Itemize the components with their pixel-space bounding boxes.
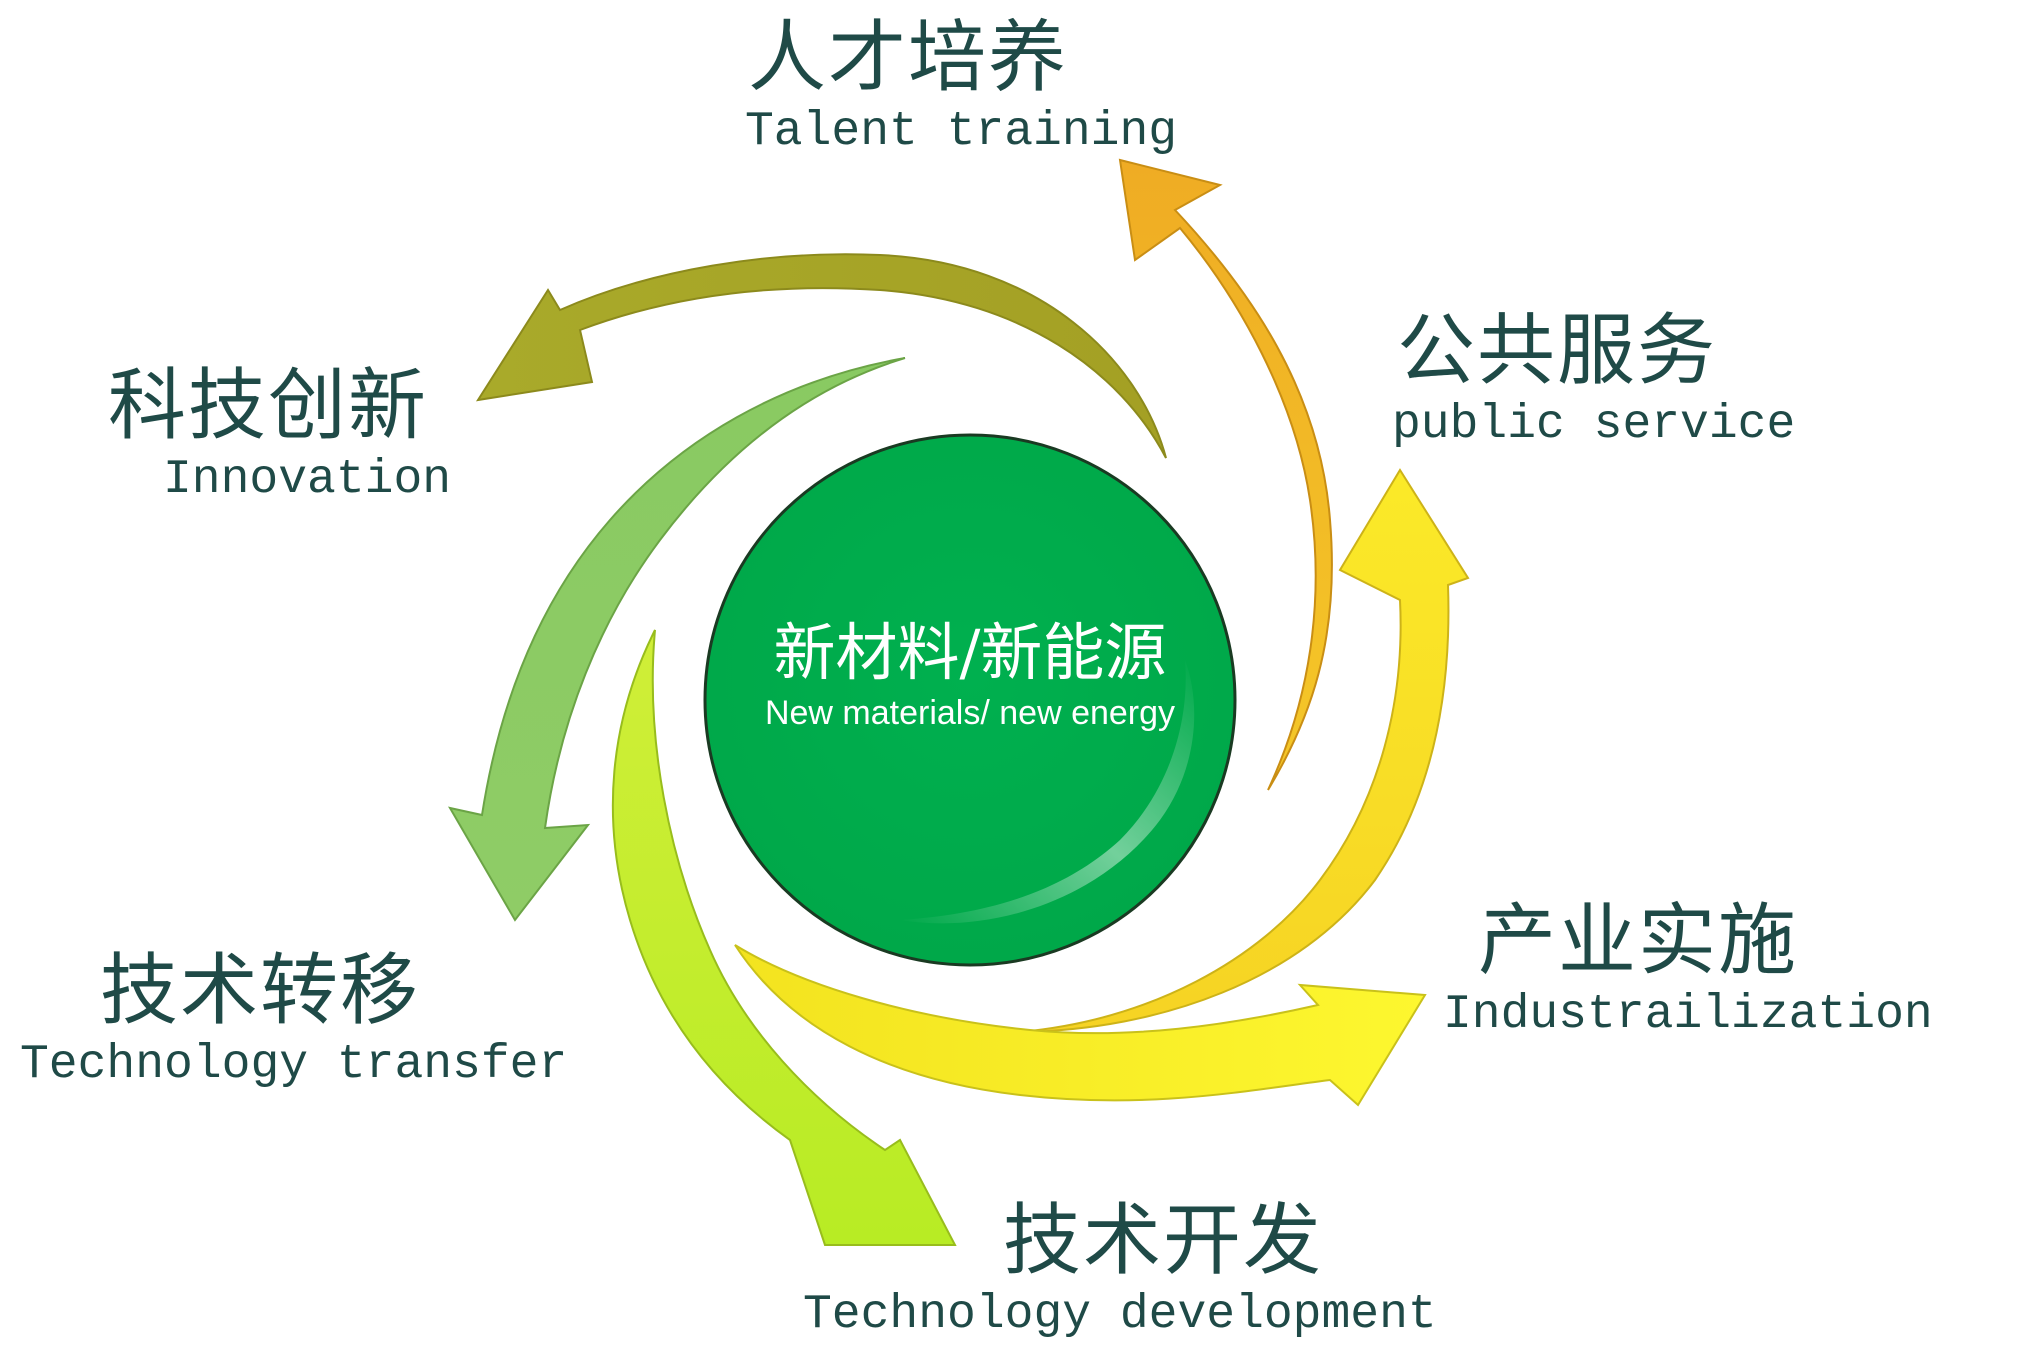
label-talent: 人才培养 Talent training <box>745 12 1177 160</box>
label-transfer: 技术转移 Technology transfer <box>20 945 567 1093</box>
industry-arrow <box>734 944 1427 1107</box>
development-arrow <box>611 629 957 1246</box>
innovation-arrow <box>475 253 1167 459</box>
center-title-en: New materials/ new energy <box>764 694 1176 732</box>
industry-zh: 产业实施 <box>1478 896 1799 986</box>
industry-en: Industrailization <box>1443 988 1933 1042</box>
public-en: public service <box>1392 398 1796 452</box>
center-shine <box>900 660 1195 924</box>
label-development: 技术开发 Technology development <box>803 1195 1437 1343</box>
label-industry: 产业实施 Industrailization <box>1443 895 1933 1043</box>
label-innovation: 科技创新 Innovation <box>108 360 451 508</box>
transfer-arrow <box>447 357 906 922</box>
public-zh: 公共服务 <box>1397 306 1718 396</box>
talent-en: Talent training <box>745 105 1178 159</box>
talent-zh: 人才培养 <box>748 13 1069 103</box>
innovation-en: Innovation <box>163 453 452 507</box>
label-public: 公共服务 public service <box>1392 305 1795 453</box>
development-en: Technology development <box>803 1288 1437 1342</box>
center-label: 新材料/新能源 New materials/ new energy <box>700 615 1240 735</box>
center-circle <box>703 433 1237 967</box>
innovation-zh: 科技创新 <box>108 361 429 451</box>
transfer-en: Technology transfer <box>20 1038 568 1092</box>
transfer-zh: 技术转移 <box>100 946 421 1036</box>
development-zh: 技术开发 <box>1003 1196 1324 1286</box>
talent-arrow <box>1118 158 1333 791</box>
center-title-zh: 新材料/新能源 <box>773 616 1167 689</box>
public-arrow <box>1019 468 1470 1033</box>
